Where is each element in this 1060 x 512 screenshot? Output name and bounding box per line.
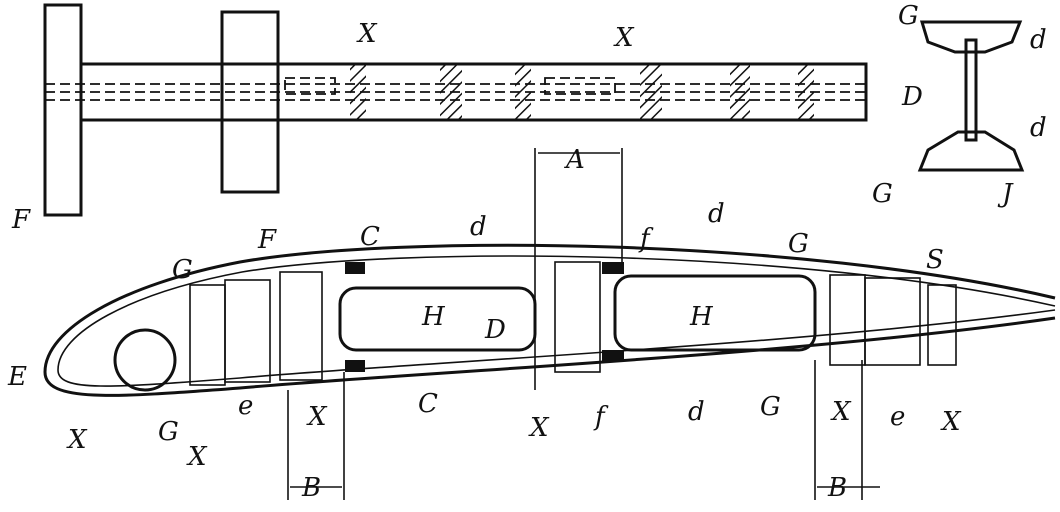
label-X: X (356, 19, 378, 49)
label-G: G (158, 417, 179, 447)
label-d: d (470, 212, 487, 242)
spar-cross-section (917, 20, 1025, 172)
label-G: G (898, 1, 919, 31)
label-d: d (708, 199, 725, 229)
label-D: D (484, 315, 506, 345)
label-e: e (238, 391, 253, 421)
label-J: J (997, 179, 1014, 209)
label-X: X (830, 397, 852, 427)
label-X: X (306, 402, 328, 432)
label-f: f (593, 402, 609, 432)
label-X: X (940, 407, 962, 437)
reference-labels: X X G d D d G J F F G C d f d G S H D H … (7, 1, 1047, 503)
label-F: F (11, 205, 31, 235)
label-X: X (186, 442, 208, 472)
label-S: S (926, 245, 944, 275)
label-H: H (421, 302, 446, 332)
label-B: B (301, 473, 321, 503)
label-G: G (788, 229, 809, 259)
label-d: d (1030, 113, 1047, 143)
label-G: G (760, 392, 781, 422)
label-d: d (1030, 25, 1047, 55)
wing-rib-section (43, 148, 1056, 500)
label-d: d (688, 397, 705, 427)
label-C: C (360, 222, 380, 252)
label-C: C (418, 389, 438, 419)
label-G: G (872, 179, 893, 209)
label-e: e (890, 402, 905, 432)
binding-bands (350, 64, 814, 120)
label-G: G (172, 255, 193, 285)
spar-plan-view (43, 3, 868, 217)
label-X: X (66, 425, 88, 455)
label-X: X (613, 23, 635, 53)
label-H: H (689, 302, 714, 332)
label-B: B (827, 473, 847, 503)
label-F: F (257, 225, 277, 255)
label-X: X (528, 413, 550, 443)
label-D: D (901, 82, 923, 112)
label-A: A (564, 145, 585, 175)
label-E: E (7, 362, 27, 392)
